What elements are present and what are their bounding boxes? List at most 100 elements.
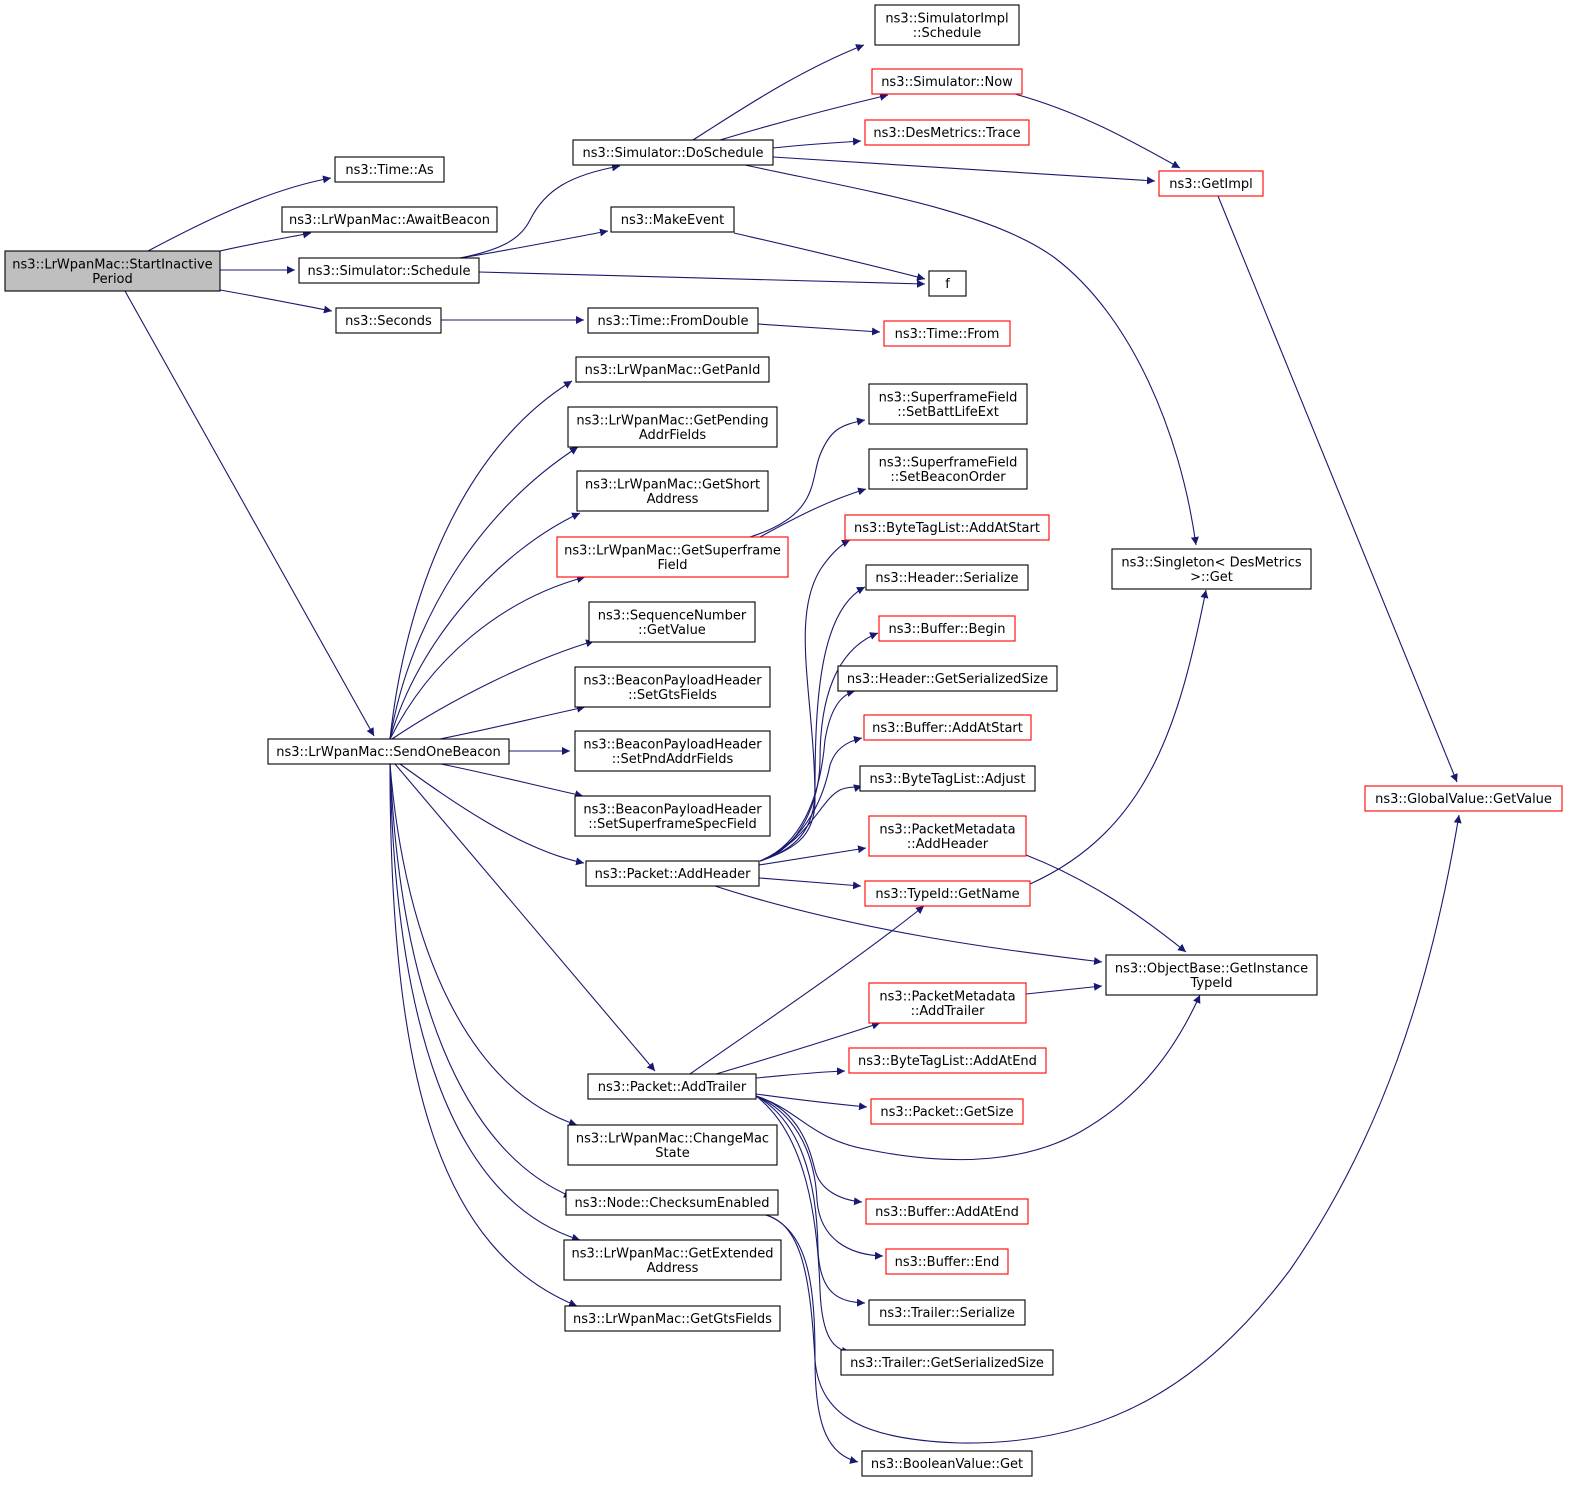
node-label: ns3::Header::Serialize [875,571,1018,586]
edge-start-inactive-to-time-as [147,175,332,252]
node-sim-schedule[interactable]: ns3::Simulator::Schedule [298,257,480,284]
node-box [868,982,1027,1024]
node-type-id-get-name[interactable]: ns3::TypeId::GetName [864,880,1031,907]
edge-pm-add-trailer-to-obj-get-instance-type-id [1025,982,1103,995]
node-box [574,666,771,708]
node-label: ns3::LrWpanMac::GetPending [576,413,768,428]
node-box [868,1299,1026,1326]
edge-get-superframe-field-to-set-batt-life-ext [749,417,866,538]
node-set-superframe-spec[interactable]: ns3::BeaconPayloadHeader::SetSuperframeS… [574,795,771,837]
node-label: ns3::LrWpanMac::GetGtsFields [573,1312,772,1327]
node-header-get-ser-size[interactable]: ns3::Header::GetSerializedSize [837,665,1058,692]
node-label: TypeId [1190,976,1233,991]
edge-send-one-beacon-to-change-mac-state [389,763,578,1127]
node-box [865,1198,1029,1225]
node-label: Address [647,1261,699,1276]
node-btl-adjust[interactable]: ns3::ByteTagList::Adjust [859,765,1036,792]
node-label: ns3::LrWpanMac::GetShort [585,477,760,492]
node-send-one-beacon[interactable]: ns3::LrWpanMac::SendOneBeacon [267,738,510,765]
node-label: ns3::Buffer::Begin [888,622,1005,637]
node-checksum-enabled[interactable]: ns3::Node::ChecksumEnabled [565,1189,779,1216]
node-box [865,564,1029,591]
node-box [874,4,1020,46]
node-box [1158,170,1264,197]
node-trailer-get-ser-size[interactable]: ns3::Trailer::GetSerializedSize [840,1349,1054,1376]
node-label: ns3::Singleton< DesMetrics [1121,555,1302,570]
node-label: ns3::LrWpanMac::StartInactive [12,257,212,272]
node-do-schedule[interactable]: ns3::Simulator::DoSchedule [572,139,774,166]
node-label: ns3::SimulatorImpl [885,11,1008,26]
node-get-pan-id[interactable]: ns3::LrWpanMac::GetPanId [575,356,770,383]
node-box [883,320,1011,347]
node-box [335,307,442,334]
edge-add-trailer-to-obj-get-instance-type-id [755,994,1201,1161]
node-box [556,536,789,578]
node-label: ns3::GetImpl [1169,177,1253,192]
node-header-serialize[interactable]: ns3::Header::Serialize [865,564,1029,591]
node-get-gts-fields[interactable]: ns3::LrWpanMac::GetGtsFields [564,1305,781,1332]
node-trailer-serialize[interactable]: ns3::Trailer::Serialize [868,1299,1026,1326]
node-label: Period [92,272,133,287]
node-label: ::SetBeaconOrder [890,470,1006,485]
node-box [859,765,1036,792]
edge-send-one-beacon-to-get-pan-id [389,380,573,740]
edge-do-schedule-to-get-impl [772,156,1156,185]
node-get-impl[interactable]: ns3::GetImpl [1158,170,1264,197]
node-box [870,1098,1024,1125]
node-label: ns3::LrWpanMac::SendOneBeacon [276,745,500,760]
node-btl-add-at-start[interactable]: ns3::ByteTagList::AddAtStart [844,514,1050,541]
node-set-pnd-addr-fields[interactable]: ns3::BeaconPayloadHeader::SetPndAddrFiel… [574,730,771,772]
node-sim-impl-schedule[interactable]: ns3::SimulatorImpl::Schedule [874,4,1020,46]
node-f[interactable]: f [928,270,967,297]
node-add-header[interactable]: ns3::Packet::AddHeader [585,860,760,887]
node-seconds[interactable]: ns3::Seconds [335,307,442,334]
node-add-trailer[interactable]: ns3::Packet::AddTrailer [587,1073,757,1100]
node-label: f [945,277,950,292]
node-singleton-get[interactable]: ns3::Singleton< DesMetrics>::Get [1111,548,1312,590]
node-set-beacon-order[interactable]: ns3::SuperframeField::SetBeaconOrder [868,448,1028,490]
node-box [298,257,480,284]
node-buffer-add-at-start[interactable]: ns3::Buffer::AddAtStart [863,714,1032,741]
node-time-from[interactable]: ns3::Time::From [883,320,1011,347]
node-sim-now[interactable]: ns3::Simulator::Now [871,68,1023,95]
node-pm-add-trailer[interactable]: ns3::PacketMetadata::AddTrailer [868,982,1027,1024]
node-seq-get-value[interactable]: ns3::SequenceNumber::GetValue [588,601,756,643]
node-from-double[interactable]: ns3::Time::FromDouble [587,307,759,334]
edge-start-inactive-to-await-beacon [219,230,312,252]
node-global-get-value[interactable]: ns3::GlobalValue::GetValue [1364,785,1563,812]
node-await-beacon[interactable]: ns3::LrWpanMac::AwaitBeacon [281,206,498,233]
node-set-gts-fields[interactable]: ns3::BeaconPayloadHeader::SetGtsFields [574,666,771,708]
edge-get-superframe-field-to-set-beacon-order [759,487,867,538]
edge-sim-now-to-get-impl [1014,93,1181,169]
node-make-event[interactable]: ns3::MakeEvent [610,206,735,233]
node-set-batt-life-ext[interactable]: ns3::SuperframeField::SetBattLifeExt [868,383,1028,425]
node-box [281,206,498,233]
node-time-as[interactable]: ns3::Time::As [334,156,445,183]
node-packet-get-size[interactable]: ns3::Packet::GetSize [870,1098,1024,1125]
edge-add-header-to-btl-add-at-start [759,539,851,862]
node-label: ns3::SuperframeField [879,455,1018,470]
function-nodes: ns3::LrWpanMac::StartInactivePeriodns3::… [4,4,1563,1477]
node-buffer-end[interactable]: ns3::Buffer::End [885,1248,1009,1275]
node-des-trace[interactable]: ns3::DesMetrics::Trace [864,119,1030,146]
node-buffer-begin[interactable]: ns3::Buffer::Begin [878,615,1016,642]
node-bool-get[interactable]: ns3::BooleanValue::Get [861,1450,1033,1477]
node-box [564,1305,781,1332]
node-btl-add-at-end[interactable]: ns3::ByteTagList::AddAtEnd [848,1047,1047,1074]
node-label: ns3::ByteTagList::Adjust [870,772,1026,787]
node-pm-add-header[interactable]: ns3::PacketMetadata::AddHeader [868,815,1027,857]
edge-make-event-to-f [733,232,926,281]
node-label: ns3::Trailer::Serialize [879,1306,1015,1321]
node-label: ::AddHeader [907,837,989,852]
node-label: ns3::BeaconPayloadHeader [583,673,762,688]
node-buffer-add-at-end[interactable]: ns3::Buffer::AddAtEnd [865,1198,1029,1225]
node-box [563,1239,782,1281]
node-label: ns3::Time::From [895,327,1000,342]
